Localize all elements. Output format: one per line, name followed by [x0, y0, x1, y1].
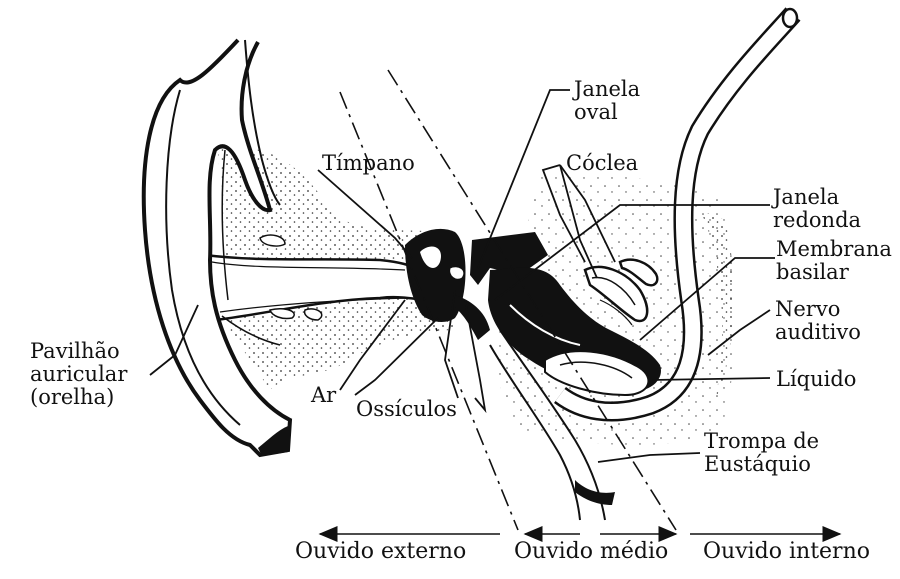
label-nervo-auditivo-line2: auditivo	[775, 321, 861, 344]
label-pavilhao-line3: (orelha)	[30, 386, 127, 409]
label-janela-oval-line2: oval	[574, 101, 640, 124]
label-membrana-basilar-line1: Membrana	[776, 238, 892, 261]
section-ouvido-interno: Ouvido interno	[703, 540, 870, 563]
label-liquido: Líquido	[776, 368, 856, 391]
label-janela-redonda-line1: Janela	[773, 186, 861, 209]
label-trompa-line2: Eustáquio	[704, 453, 819, 476]
label-nervo-auditivo-line1: Nervo	[775, 298, 861, 321]
section-ouvido-externo: Ouvido externo	[295, 540, 466, 563]
label-trompa-line1: Trompa de	[704, 430, 819, 453]
label-pavilhao-line2: auricular	[30, 363, 127, 386]
label-pavilhao-line1: Pavilhão	[30, 340, 127, 363]
label-ar: Ar	[311, 384, 336, 407]
label-janela-oval-line1: Janela	[574, 78, 640, 101]
label-janela-redonda-line2: redonda	[773, 209, 861, 232]
label-timpano: Tímpano	[322, 152, 415, 175]
label-nervo-auditivo: Nervo auditivo	[775, 298, 861, 344]
label-coclea: Cóclea	[566, 152, 638, 175]
label-janela-oval: Janela oval	[574, 78, 640, 124]
label-membrana-basilar-line2: basilar	[776, 261, 892, 284]
label-ossiculos: Ossículos	[356, 398, 457, 421]
label-janela-redonda: Janela redonda	[773, 186, 861, 232]
section-ouvido-medio: Ouvido médio	[514, 540, 668, 563]
label-trompa: Trompa de Eustáquio	[704, 430, 819, 476]
label-pavilhao: Pavilhão auricular (orelha)	[30, 340, 127, 409]
label-membrana-basilar: Membrana basilar	[776, 238, 892, 284]
